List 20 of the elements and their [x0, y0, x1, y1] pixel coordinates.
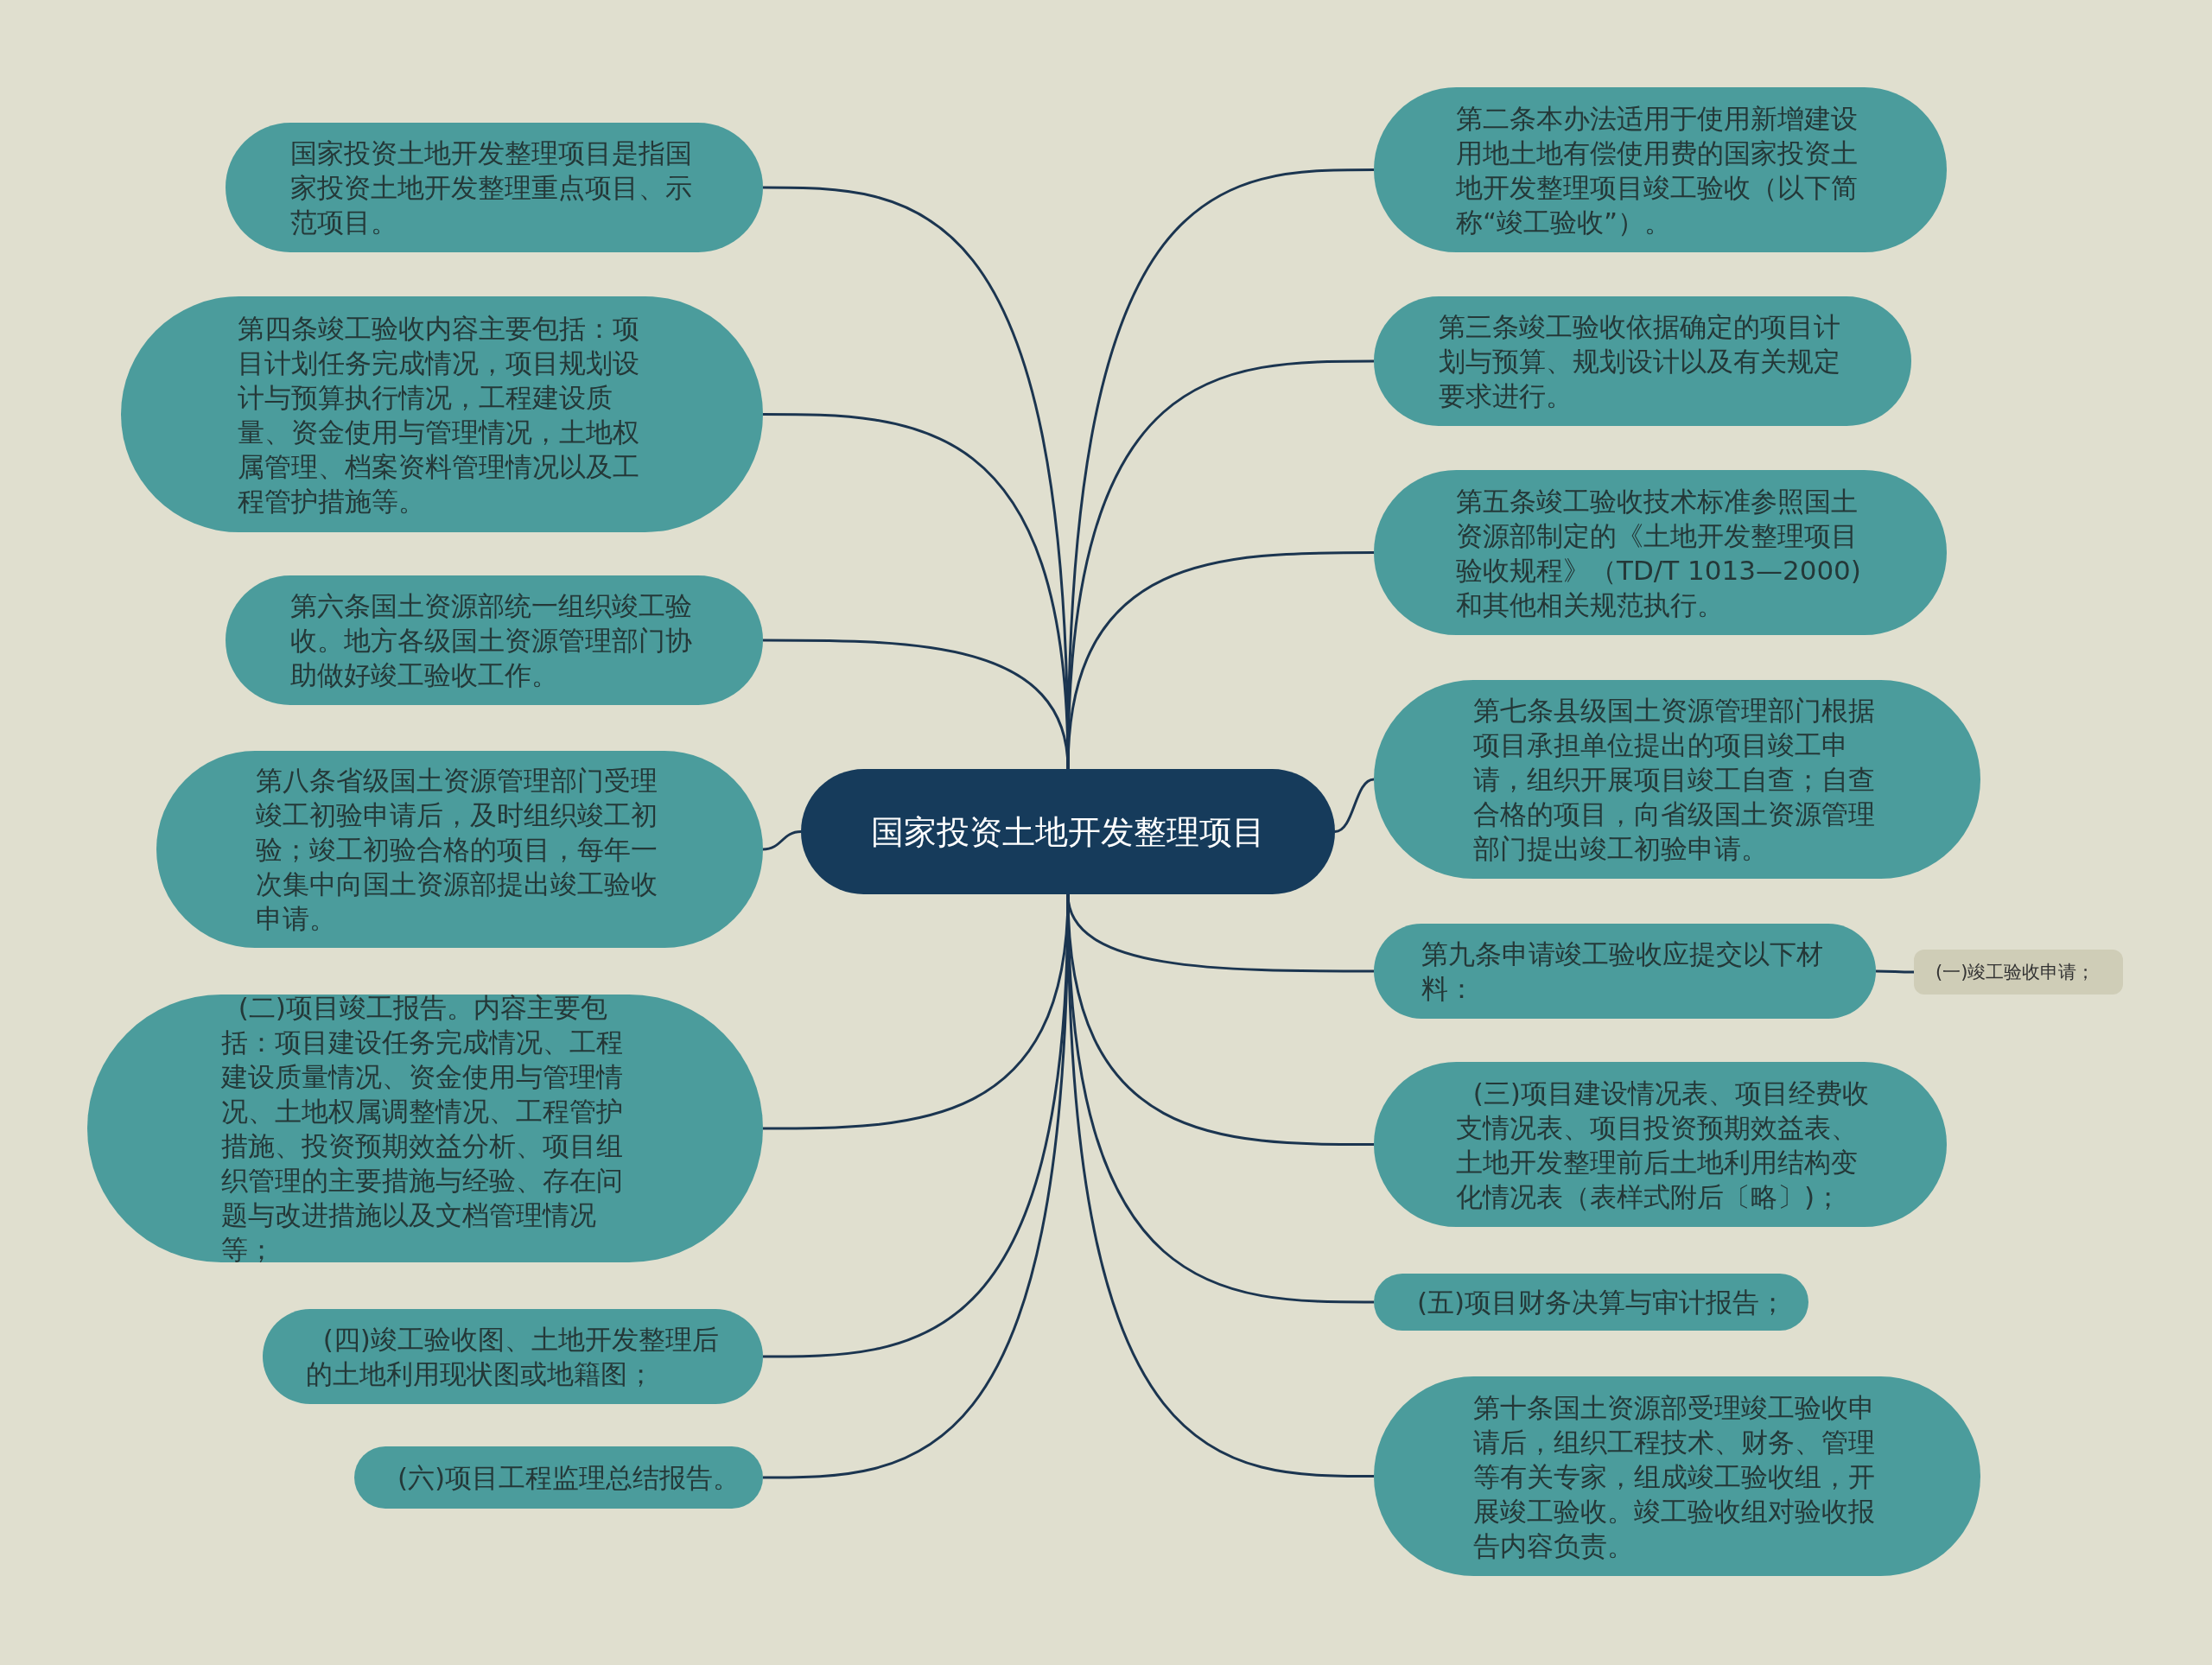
central-topic: 国家投资土地开发整理项目 — [801, 769, 1335, 894]
subtopic-label: (一)竣工验收申请； — [1914, 950, 2123, 995]
topic-bubble: 第十条国土资源部受理竣工验收申请后，组织工程技术、财务、管理等有关专家，组成竣工验收组，开展竣工验收。竣工验收组对验收报告内容负责。 — [1374, 1376, 1980, 1576]
connector-line — [762, 830, 802, 851]
topic-bubble: 第三条竣工验收依据确定的项目计划与预算、规划设计以及有关规定要求进行。 — [1374, 296, 1911, 426]
topic-bubble: 第四条竣工验收内容主要包括：项目计划任务完成情况，项目规划设计与预算执行情况，工程建设质量、资金使用与管理情况，土地权属管理、档案资料管理情况以及工程管护措施等。 — [121, 296, 763, 532]
topic-bubble: (四)竣工验收图、土地开发整理后的土地利用现状图或地籍图； — [263, 1309, 763, 1404]
topic-bubble: 国家投资土地开发整理项目是指国家投资土地开发整理重点项目、示范项目。 — [226, 123, 763, 252]
topic-bubble: 第六条国土资源部统一组织竣工验收。地方各级国土资源管理部门协助做好竣工验收工作。 — [226, 575, 763, 705]
topic-bubble: 第九条申请竣工验收应提交以下材料： — [1374, 924, 1876, 1019]
topic-bubble: 第七条县级国土资源管理部门根据项目承担单位提出的项目竣工申请，组织开展项目竣工自查；自查合格的项目，向省级国土资源管理部门提出竣工初验申请。 — [1374, 680, 1980, 879]
topic-bubble: (二)项目竣工报告。内容主要包括：项目建设任务完成情况、工程建设质量情况、资金使用与管理情况、土地权属调整情况、工程管护措施、投资预期效益分析、项目组织管理的主要措施与经验、存在问题与改进措施以及文档管理情况等； — [87, 995, 763, 1262]
topic-bubble: (三)项目建设情况表、项目经费收支情况表、项目投资预期效益表、土地开发整理前后土地利用结构变化情况表（表样式附后〔略〕)； — [1374, 1062, 1947, 1227]
topic-bubble: 第五条竣工验收技术标准参照国土资源部制定的《土地开发整理项目验收规程》（TD/T 1013—2000)和其他相关规范执行。 — [1374, 470, 1947, 635]
topic-bubble: 第八条省级国土资源管理部门受理竣工初验申请后，及时组织竣工初验；竣工初验合格的项目，每年一次集中向国土资源部提出竣工验收申请。 — [156, 751, 763, 948]
connector-line — [1334, 778, 1375, 833]
topic-bubble: 第二条本办法适用于使用新增建设用地土地有偿使用费的国家投资土地开发整理项目竣工验收（以下简称“竣工验收”）。 — [1374, 87, 1947, 252]
topic-bubble: (五)项目财务决算与审计报告； — [1374, 1274, 1808, 1331]
connector-line — [1876, 969, 1914, 974]
topic-bubble: (六)项目工程监理总结报告。 — [354, 1446, 763, 1509]
